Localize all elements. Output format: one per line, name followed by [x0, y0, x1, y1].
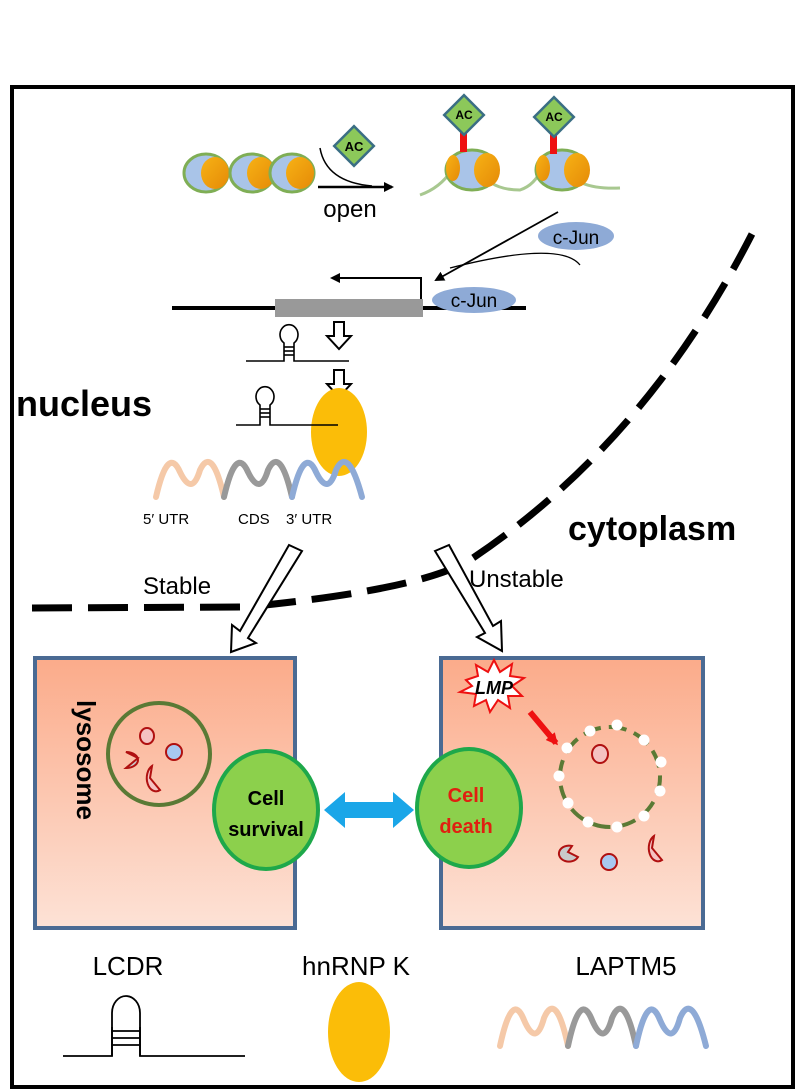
nucleus-label: nucleus [16, 383, 152, 424]
hnrnpk-protein [311, 388, 367, 476]
svg-text:c-Jun: c-Jun [553, 228, 599, 249]
stable-arrow [229, 543, 304, 654]
nucleosome [534, 148, 590, 192]
unstable-arrow [433, 543, 504, 653]
acetyl-label: AC [345, 139, 364, 154]
acetyl-group: AC [532, 95, 576, 139]
mrna-label-cds: CDS [238, 511, 270, 528]
legend-item-laptm5: LAPTM5 [497, 951, 709, 1049]
mrna-3utr [289, 458, 365, 500]
cjun-curve [449, 252, 581, 269]
open-label: open [323, 196, 376, 223]
lcdr-rna-bound [236, 385, 338, 426]
cjun-free: c-Jun [538, 222, 614, 250]
lmp-burst: LMP [456, 657, 527, 715]
mrna-5utr [153, 458, 227, 500]
survival-line2: survival [228, 819, 304, 841]
lcdr-gene [275, 299, 423, 317]
open-chromatin: AC AC [419, 93, 621, 197]
svg-text:AC: AC [455, 108, 473, 122]
nucleosome [444, 148, 500, 192]
legend-item-lcdr: LCDR [63, 951, 245, 1057]
laptm5-mrna [153, 458, 365, 500]
stable-label: Stable [143, 573, 211, 600]
hnrnpk-oval-icon [328, 982, 390, 1082]
closed-chromatin [182, 152, 316, 194]
lysosome-label: lysosome [71, 700, 101, 820]
cjun-arrow [434, 211, 559, 281]
lcdr-rna [246, 323, 349, 362]
intact-lysosome [106, 701, 212, 807]
legend-item-hnrnpk: hnRNP K [302, 951, 411, 1082]
svg-text:AC: AC [545, 110, 563, 124]
lmp-arrow [527, 710, 559, 746]
acetyl-link [460, 132, 467, 152]
cytoplasm-label: cytoplasm [568, 510, 736, 548]
lmp-label: LMP [475, 678, 514, 698]
survival-line1: Cell [248, 788, 285, 810]
permeabilized-lysosome [553, 719, 667, 833]
legend-label-laptm5: LAPTM5 [575, 951, 676, 981]
death-line1: Cell [448, 785, 485, 807]
nuclear-envelope [31, 220, 762, 612]
nucleosome [268, 152, 316, 194]
mrna-label-3utr: 3′ UTR [286, 511, 332, 528]
mrna-wave-icon [497, 1005, 709, 1049]
released-contents [557, 833, 664, 871]
cjun-bound: c-Jun [432, 287, 516, 313]
legend-label-lcdr: LCDR [93, 951, 164, 981]
cell-death-oval: Cell death [415, 747, 523, 869]
unstable-label: Unstable [469, 566, 564, 593]
acetyl-group: AC [442, 93, 486, 137]
cell-survival-oval: Cell survival [212, 749, 320, 871]
double-arrow [324, 792, 414, 828]
nucleosome [182, 152, 230, 194]
acetyl-curve [319, 147, 373, 187]
acetyl-link [550, 134, 557, 154]
stem-loop-icon [63, 995, 245, 1057]
nucleosome [228, 152, 276, 194]
legend: LCDR hnRNP K LAPTM5 [63, 951, 709, 1082]
svg-text:c-Jun: c-Jun [451, 291, 497, 312]
acetyl-group: AC [332, 124, 376, 168]
hollow-down-arrow [324, 321, 354, 351]
tss-arrow [330, 273, 422, 299]
mrna-cds [221, 458, 295, 500]
outer-frame [10, 85, 795, 1089]
mrna-label-5utr: 5′ UTR [143, 511, 189, 528]
legend-label-hnrnpk: hnRNP K [302, 951, 411, 981]
death-line2: death [439, 816, 492, 838]
